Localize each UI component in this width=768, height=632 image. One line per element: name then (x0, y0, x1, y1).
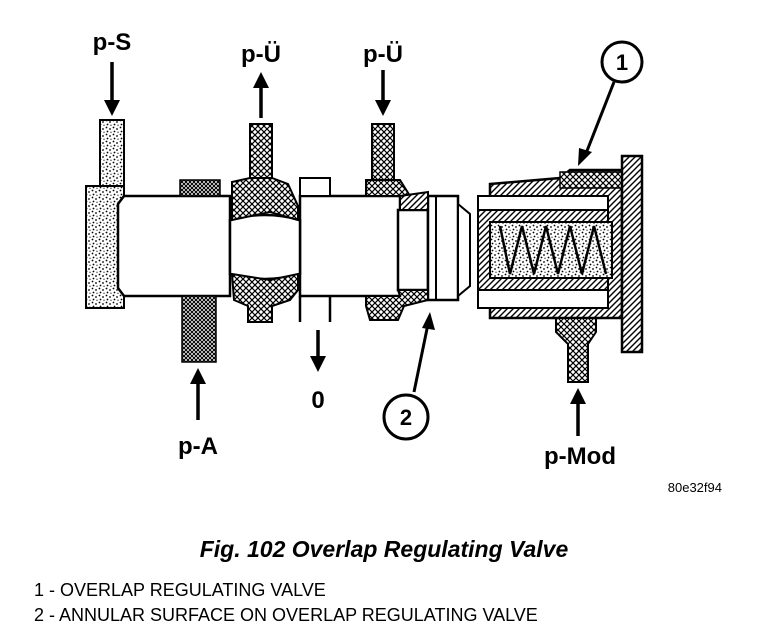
p-mod-arrow-icon (570, 388, 586, 436)
label-p-u-right: p-Ü (363, 41, 403, 68)
p-s-arrow-icon (104, 62, 120, 116)
p-u-right-passage (365, 123, 429, 321)
label-p-a: p-A (178, 433, 218, 460)
p-u-left-arrow-icon (253, 72, 269, 118)
p-a-passage (179, 179, 221, 363)
label-exhaust-zero: 0 (311, 387, 324, 414)
p-mod-passage (555, 317, 597, 383)
legend-item-1: 1 - OVERLAP REGULATING VALVE (34, 580, 326, 600)
valve-diagram: 1 2 p-S p-Ü p-Ü p-A 0 p-Mod 80e32f94 (85, 29, 722, 495)
callout-1-leader (578, 81, 616, 166)
regulating-valve-housing (477, 154, 644, 354)
p-u-right-arrow-icon (375, 70, 391, 116)
callout-2-leader (412, 312, 435, 393)
figure-caption: Fig. 102 Overlap Regulating Valve (199, 536, 569, 562)
label-p-mod: p-Mod (544, 443, 616, 470)
p-u-left-passage (230, 123, 299, 323)
label-p-u-left: p-Ü (241, 41, 281, 68)
valve-spool (116, 194, 471, 302)
svg-text:1: 1 (616, 50, 628, 75)
reference-code: 80e32f94 (668, 480, 722, 495)
legend-item-2: 2 - ANNULAR SURFACE ON OVERLAP REGULATIN… (34, 605, 538, 625)
exhaust-arrow-icon (310, 330, 326, 372)
legend: 1 - OVERLAP REGULATING VALVE 2 - ANNULAR… (34, 578, 538, 628)
callout-2: 2 (382, 393, 430, 441)
label-p-s: p-S (93, 29, 132, 56)
callout-1: 1 (600, 40, 644, 84)
svg-text:2: 2 (400, 405, 412, 430)
exhaust-port (298, 177, 332, 322)
p-a-arrow-icon (190, 368, 206, 420)
